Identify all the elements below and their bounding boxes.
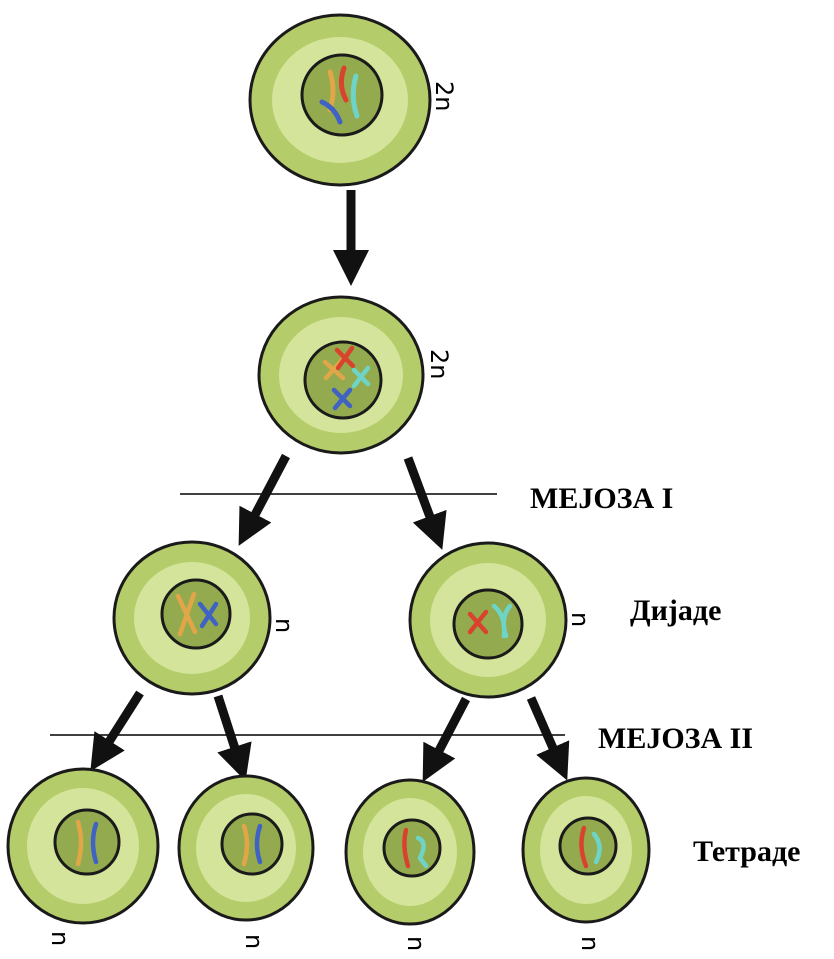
tetrad-1-cell: n <box>8 769 158 946</box>
nucleus <box>454 590 522 658</box>
arrow-to-tetrad-1 <box>100 693 140 756</box>
meiosis-2-label: МЕЈОЗА II <box>598 724 753 754</box>
dyad-right-cell: n <box>410 543 594 697</box>
ploidy-label: 2n <box>425 349 453 379</box>
ploidy-label: n <box>240 934 268 949</box>
arrow-to-tetrad-4 <box>531 698 560 764</box>
nucleus <box>384 820 440 876</box>
tetrad-4-cell: n <box>523 778 649 951</box>
dyads-label: Дијаде <box>630 596 721 626</box>
parent-cell: 2n <box>250 15 458 185</box>
tetrads-label: Тетраде <box>693 837 800 867</box>
arrow-to-tetrad-3 <box>431 699 466 766</box>
arrow-to-tetrad-2 <box>218 696 240 764</box>
arrow-to-dyad-left <box>247 456 286 530</box>
arrow-to-dyad-right <box>408 458 436 533</box>
tetrad-3-cell: n <box>346 780 474 951</box>
replicated-cell: 2n <box>259 297 453 453</box>
ploidy-label: n <box>566 612 594 627</box>
ploidy-label: 2n <box>430 81 458 111</box>
nucleus <box>55 810 119 874</box>
meiosis-1-label: МЕЈОЗА I <box>530 484 673 514</box>
ploidy-label: n <box>270 618 298 633</box>
tetrad-2-cell: n <box>179 776 313 949</box>
dyad-left-cell: n <box>114 542 298 694</box>
nucleus <box>222 814 282 874</box>
ploidy-label: n <box>576 936 604 951</box>
ploidy-label: n <box>402 936 430 951</box>
nucleus <box>162 580 230 648</box>
ploidy-label: n <box>46 931 74 946</box>
